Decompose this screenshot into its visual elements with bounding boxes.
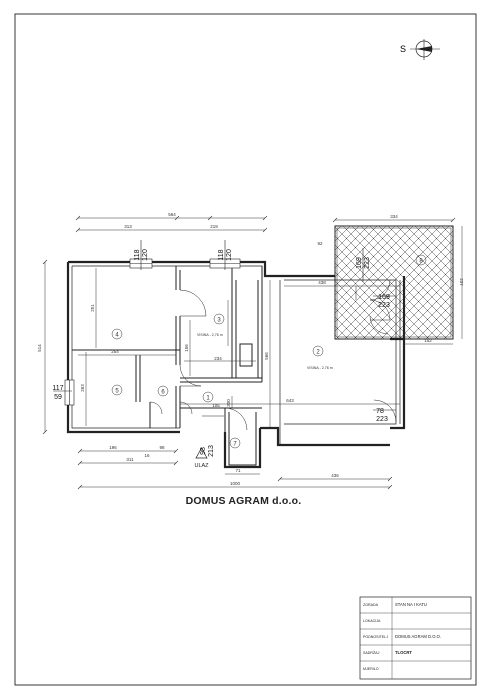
dim-105: 105 — [212, 403, 220, 408]
title-block-label: PODNOSITELJ — [363, 635, 388, 639]
window-1-width: 118 — [134, 249, 141, 260]
room-height-2: VISINA - 2,76 m — [307, 366, 333, 370]
room-5-number: 5 — [115, 389, 119, 395]
dim-98: 98 — [159, 445, 165, 450]
room-4-number: 4 — [115, 333, 119, 339]
north-arrow-icon — [410, 39, 440, 60]
dim-left-height: 514 — [37, 344, 42, 352]
door-6-height: 223 — [376, 416, 388, 423]
exterior-walls — [66, 260, 406, 469]
room-7-number: 7 — [233, 442, 237, 448]
room-height-3: VISINA - 2,76 m — [197, 333, 223, 337]
balcony — [334, 225, 454, 340]
room-6-number: 6 — [161, 390, 165, 396]
title-block-label: ZGRADA — [363, 603, 378, 607]
dim-71: 71 — [235, 468, 241, 473]
dim-234: 234 — [214, 356, 222, 361]
title-block-label: LOKACIJA — [363, 619, 381, 623]
door-4-width: 169 — [378, 294, 390, 301]
title-block-row-sadrzaj: SADRŽAJ TLOCRT — [360, 645, 471, 661]
dim-top-a: 313 — [124, 224, 132, 229]
dim-balcony-top: 334 — [390, 214, 398, 219]
title-block-row-mjerilo: MJERILO — [360, 661, 471, 677]
entrance-label: ULAZ — [194, 463, 209, 469]
window-1-height: 120 — [142, 249, 149, 261]
dimension-ticks — [42, 215, 456, 490]
room-1-number: 1 — [206, 396, 210, 402]
sheet-border — [14, 13, 477, 686]
dimension-texts: 564 313 219 334 237 152 514 438 92 566 6… — [37, 212, 464, 486]
dim-438: 438 — [318, 280, 326, 285]
window-5-width: 117 — [52, 385, 63, 392]
interior-walls — [72, 266, 263, 466]
dim-566: 566 — [264, 352, 269, 360]
door-4-height: 223 — [378, 302, 390, 309]
dim-251: 251 — [90, 304, 95, 312]
dim-254: 254 — [111, 349, 119, 354]
room-markers — [111, 254, 427, 449]
title-block-row-podnositelj: PODNOSITELJ DOMUS AGRAM D.O.O. — [360, 629, 471, 645]
title-block: ZGRADA STAN NA I KATU LOKACIJA PODNOSITE… — [360, 597, 471, 679]
title-block-value: STAN NA I KATU — [395, 602, 427, 607]
dim-16: 16 — [144, 453, 150, 458]
door-3-height: 223 — [364, 257, 371, 269]
entrance-door-width: 98 — [200, 447, 207, 455]
title-block-row-lokacija: LOKACIJA — [360, 613, 471, 629]
dim-643: 643 — [286, 398, 294, 403]
door-3-width: 169 — [356, 257, 363, 269]
title-block-value: TLOCRT — [395, 650, 412, 655]
title-block-label: SADRŽAJ — [363, 651, 380, 655]
room-3-number: 3 — [217, 318, 221, 324]
room-2-number: 2 — [316, 350, 320, 356]
room-height-notes: VISINA - 2,76 m VISINA - 2,76 m — [197, 333, 333, 370]
dim-263: 263 — [80, 384, 85, 392]
title-block-label: MJERILO — [363, 667, 379, 671]
dim-196: 196 — [109, 445, 117, 450]
company-name: DOMUS AGRAM d.o.o. — [185, 495, 302, 507]
dim-1000: 1000 — [230, 481, 241, 486]
room-8-number: 8 — [419, 259, 423, 265]
dim-top-b: 219 — [210, 224, 218, 229]
entrance-triangle-icon — [195, 447, 208, 459]
opening-labels: 118 120 118 120 169 223 169 223 117 59 7… — [52, 249, 390, 457]
dim-156: 156 — [184, 344, 189, 352]
room-numbers: 1 2 3 4 5 6 7 8 — [115, 259, 423, 448]
window-2-height: 120 — [226, 249, 233, 261]
title-block-value: DOMUS AGRAM D.O.O. — [395, 634, 442, 639]
dim-311: 311 — [126, 457, 134, 462]
dim-top-total: 564 — [168, 212, 176, 217]
dim-balcony-side: 237 — [459, 278, 464, 286]
window-2-width: 118 — [218, 249, 225, 260]
door-6-width: 78 — [376, 408, 384, 415]
windows — [64, 258, 241, 406]
title-block-row-zgrada: ZGRADA STAN NA I KATU — [360, 597, 471, 613]
entrance-door-height: 213 — [208, 445, 215, 457]
dim-300: 300 — [226, 399, 231, 407]
title-block-grid — [359, 596, 472, 680]
north-label: S — [400, 44, 406, 54]
dimension-lines — [44, 217, 463, 488]
dim-436: 436 — [331, 473, 339, 478]
dim-92: 92 — [317, 241, 323, 246]
opening-markers — [53, 240, 396, 417]
window-5-height: 59 — [54, 394, 62, 401]
dim-balcony-bottom: 152 — [424, 338, 432, 343]
doors — [149, 279, 397, 431]
